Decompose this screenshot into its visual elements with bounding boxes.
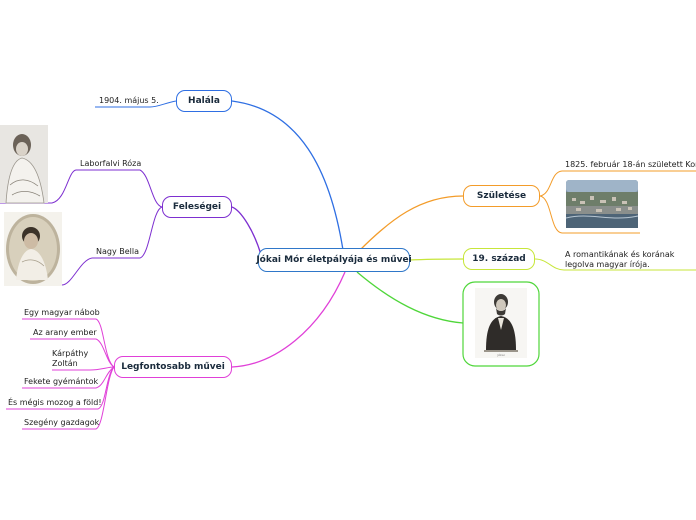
jokai-portrait-frame: Jókai [463, 282, 539, 366]
leaf-szazad-text[interactable]: A romantikának és korának legolva magyar… [565, 250, 696, 270]
leaf-mu-egy-magyar-nabob[interactable]: Egy magyar nábob [24, 308, 100, 318]
branch-felesegei[interactable]: Feleségei [162, 196, 232, 218]
komarom-city-image [566, 180, 638, 228]
branch-halala[interactable]: Halála [176, 90, 232, 112]
connector-szazad [410, 259, 463, 260]
central-topic[interactable]: Jókai Mór életpályája és művei [258, 248, 410, 272]
leaf-mu-karpathy-zoltan[interactable]: Kárpáthy Zoltán [52, 349, 92, 369]
leaf-nagy-bella[interactable]: Nagy Bella [96, 247, 139, 257]
leaf-halal-date[interactable]: 1904. május 5. [99, 96, 159, 106]
branch-19-szazad[interactable]: 19. század [463, 248, 535, 270]
branch-legfontosabb-muvei[interactable]: Legfontosabb művei [114, 356, 232, 378]
leaf-mu-fekete-gyemantok[interactable]: Fekete gyémántok [24, 377, 98, 387]
branch-szuletese[interactable]: Születése [463, 185, 540, 207]
laborfalvi-portrait-image [0, 125, 48, 203]
connector-muvek [232, 272, 345, 367]
connector-szuletese [360, 196, 463, 250]
leaf-szuletes-text[interactable]: 1825. február 18-án született Komá [565, 160, 696, 170]
leaf-mu-az-arany-ember[interactable]: Az arany ember [33, 328, 97, 338]
leaf-mu-es-megis-mozog[interactable]: És mégis mozog a föld! [8, 398, 102, 408]
connector-halala [232, 101, 343, 250]
leaf-mu-szegeny-gazdagok[interactable]: Szegény gazdagok [24, 418, 99, 428]
connector-portrait [357, 272, 463, 323]
svg-text:Jókai: Jókai [496, 353, 504, 357]
leaf-laborfalvi-roza[interactable]: Laborfalvi Róza [80, 159, 141, 169]
nagy-bella-photo-image [4, 212, 62, 286]
